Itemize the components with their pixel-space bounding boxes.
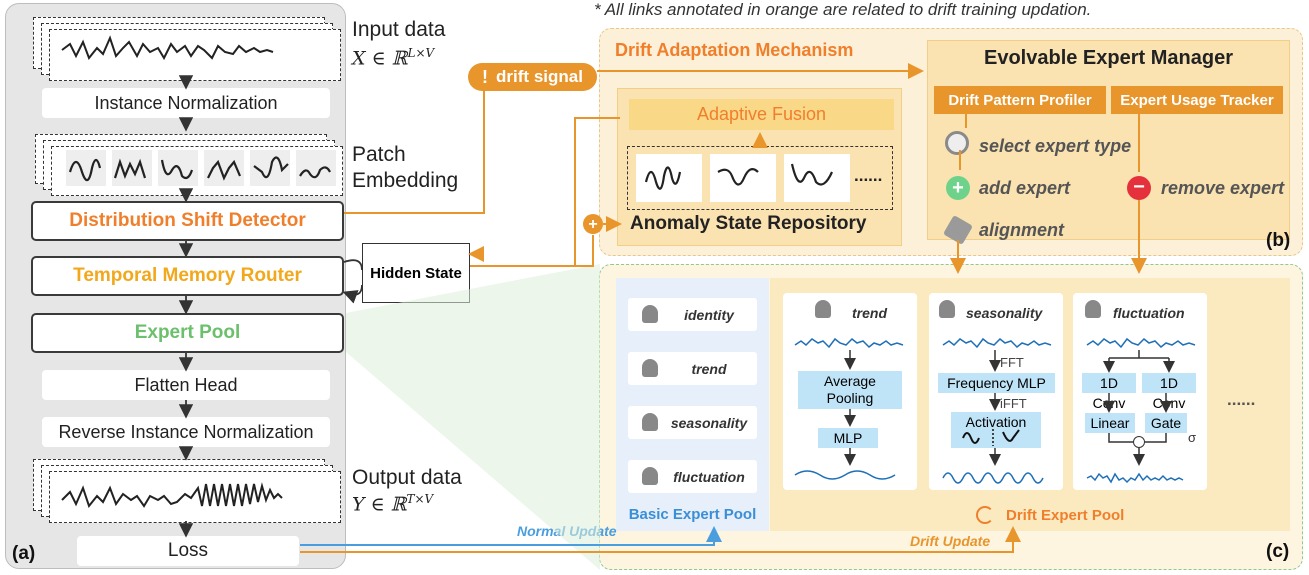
- instance-normalization-block: Instance Normalization: [42, 88, 330, 118]
- trend-title: trend: [852, 305, 887, 321]
- panel-a-label: (a): [12, 543, 36, 564]
- panel-c-label: (c): [1266, 541, 1290, 562]
- drift-update-line: [300, 526, 1021, 553]
- patch-waves: [66, 150, 336, 186]
- distribution-shift-detector: Distribution Shift Detector: [31, 201, 344, 241]
- output-series-stack: [33, 459, 341, 523]
- pattern-tile-3: [784, 154, 850, 202]
- user-icon: [642, 305, 658, 323]
- basic-expert-label: identity: [684, 307, 734, 323]
- drift-more: ......: [1227, 390, 1256, 409]
- seasonality-title: seasonality: [966, 305, 1043, 321]
- output-math: Y ∈ ℝT×V: [352, 492, 434, 516]
- anomaly-repository-label: Anomaly State Repository: [630, 213, 867, 234]
- fluctuation-user-icon: [1085, 300, 1101, 318]
- fluct-linear: Linear: [1085, 413, 1135, 433]
- output-label: Output data: [352, 466, 462, 489]
- expert-manager: [927, 40, 1290, 240]
- remove-expert-icon: −: [1127, 176, 1151, 200]
- select-type-text: select expert type: [979, 136, 1132, 156]
- basic-expert-identity: identity: [628, 298, 757, 331]
- season-activation: Activation: [951, 412, 1041, 448]
- fluct-gate: Gate: [1145, 413, 1187, 433]
- expert-manager-title: Evolvable Expert Manager: [984, 47, 1233, 69]
- drift-mechanism-title: Drift Adaptation Mechanism: [615, 40, 854, 60]
- user-icon: [642, 413, 658, 431]
- basic-expert-label: seasonality: [670, 415, 748, 431]
- drift-update-label: Drift Update: [910, 533, 991, 549]
- input-wave: [61, 35, 274, 61]
- output-wave: [61, 482, 283, 509]
- select-type-icon: [945, 131, 969, 155]
- fluct-product-node: [1133, 436, 1145, 448]
- drift-pattern-profiler: Drift Pattern Profiler: [934, 86, 1106, 114]
- expert-usage-tracker: Expert Usage Tracker: [1111, 86, 1283, 114]
- temporal-memory-router: Temporal Memory Router: [31, 256, 344, 296]
- loss-block: Loss: [77, 536, 299, 566]
- expert-pool-block: Expert Pool: [31, 313, 344, 353]
- trend-user-icon: [815, 300, 831, 318]
- fluctuation-title: fluctuation: [1113, 305, 1185, 321]
- basic-expert-trend: trend: [628, 352, 757, 385]
- season-fft: FFT: [1000, 355, 1024, 370]
- drift-pool-label: Drift Expert Pool: [1006, 507, 1125, 524]
- user-icon: [642, 359, 658, 377]
- fusion-add-node: [583, 214, 603, 234]
- seasonality-user-icon: [939, 300, 955, 318]
- drift-pool-icon: [976, 506, 994, 524]
- fluct-sigma: σ: [1188, 430, 1197, 445]
- basic-expert-seasonality: seasonality: [628, 406, 757, 439]
- alignment-text: alignment: [979, 220, 1065, 240]
- pattern-more: ......: [854, 166, 883, 185]
- season-ifft: iFFT: [1000, 396, 1027, 411]
- input-label: Input data: [352, 18, 446, 41]
- footnote: * All links annotated in orange are rela…: [594, 0, 1092, 19]
- remove-expert-text: remove expert: [1161, 178, 1285, 198]
- input-math: X ∈ ℝL×V: [352, 46, 435, 70]
- add-expert-icon: +: [946, 176, 970, 200]
- svg-text:+: +: [588, 216, 597, 233]
- basic-expert-fluctuation: fluctuation: [628, 460, 757, 493]
- basic-expert-label: trend: [691, 361, 727, 377]
- normal-update-line: [300, 526, 722, 546]
- basic-expert-label: fluctuation: [673, 469, 745, 485]
- drift-signal-tag: !drift signal: [468, 63, 597, 91]
- reverse-normalization-block: Reverse Instance Normalization: [42, 417, 330, 447]
- add-expert-text: add expert: [979, 178, 1071, 198]
- panel-b-label: (b): [1266, 230, 1291, 251]
- patch-label: Patch Embedding: [352, 143, 459, 192]
- trend-mlp: MLP: [818, 428, 878, 448]
- season-frequency-mlp: Frequency MLP: [938, 373, 1055, 393]
- adaptive-fusion-box: Adaptive Fusion: [629, 99, 894, 130]
- flatten-head-block: Flatten Head: [42, 370, 330, 400]
- zoom-wedge: [346, 264, 600, 570]
- user-icon: [642, 467, 658, 485]
- basic-pool-label: Basic Expert Pool: [628, 506, 757, 523]
